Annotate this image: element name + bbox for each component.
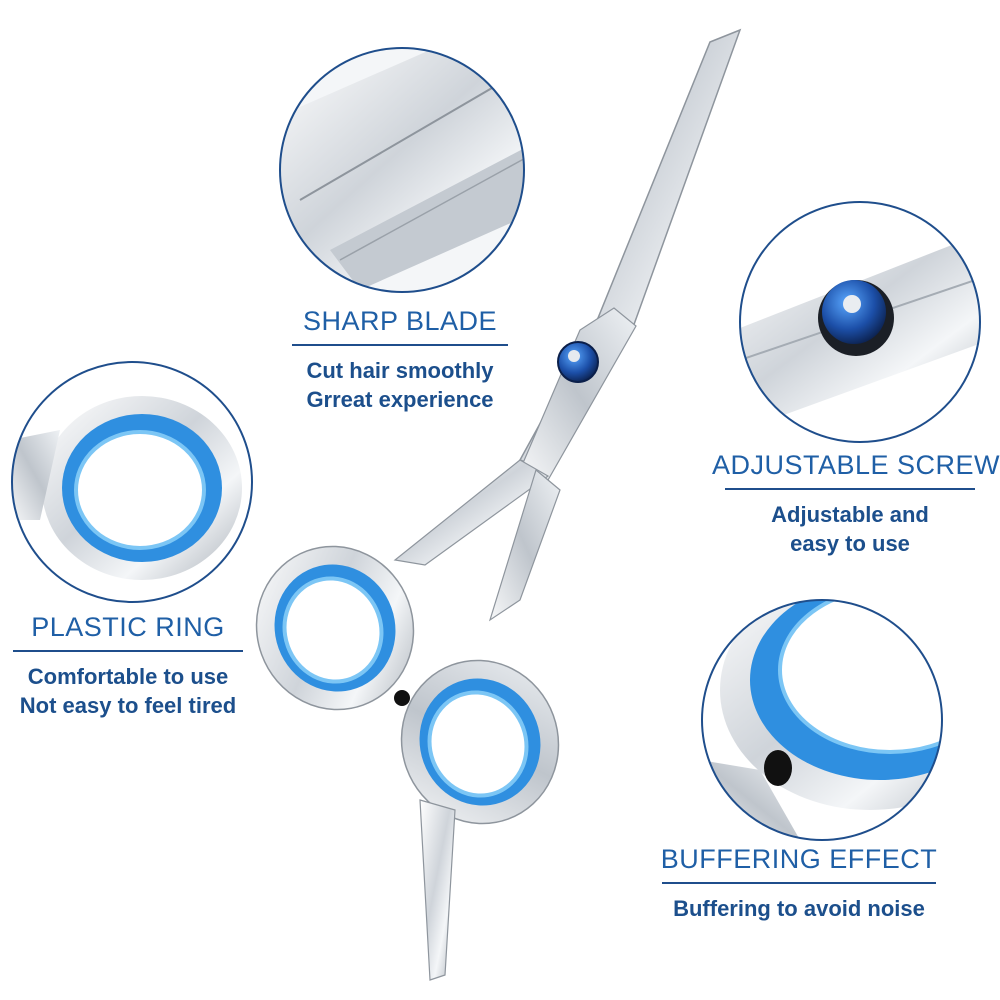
callout-title: SHARP BLADE xyxy=(302,306,498,336)
callout-description-line: Adjustable and xyxy=(771,502,929,527)
callout-description-line: easy to use xyxy=(790,531,910,556)
buffer-detail-image xyxy=(701,599,943,841)
callout-buffering-effect: BUFFERING EFFECT Buffering to avoid nois… xyxy=(660,844,938,923)
callout-title: BUFFERING EFFECT xyxy=(660,844,938,874)
callout-title: ADJUSTABLE SCREW xyxy=(712,450,1000,480)
callout-plastic-ring: PLASTIC RING Comfortable to use Not easy… xyxy=(8,612,248,720)
divider xyxy=(13,650,243,652)
screw-detail-image xyxy=(739,201,981,443)
callout-description-line: Comfortable to use xyxy=(27,664,229,689)
callout-description-line: Cut hair smoothly xyxy=(306,358,494,383)
divider xyxy=(725,488,975,490)
callout-description-line: Buffering to avoid noise xyxy=(673,896,925,921)
scissors-product-image xyxy=(255,28,742,981)
callout-title: PLASTIC RING xyxy=(31,612,225,642)
callout-sharp-blade: SHARP BLADE Cut hair smoothly Grreat exp… xyxy=(290,306,510,414)
callout-description-line: Grreat experience xyxy=(306,387,494,412)
callout-adjustable-screw: ADJUSTABLE SCREW Adjustable and easy to … xyxy=(712,450,1000,558)
ring-detail-image xyxy=(11,361,253,603)
divider xyxy=(292,344,508,346)
blade-detail-image xyxy=(279,47,525,293)
callout-description-line: Not easy to feel tired xyxy=(19,693,237,718)
divider xyxy=(662,882,936,884)
